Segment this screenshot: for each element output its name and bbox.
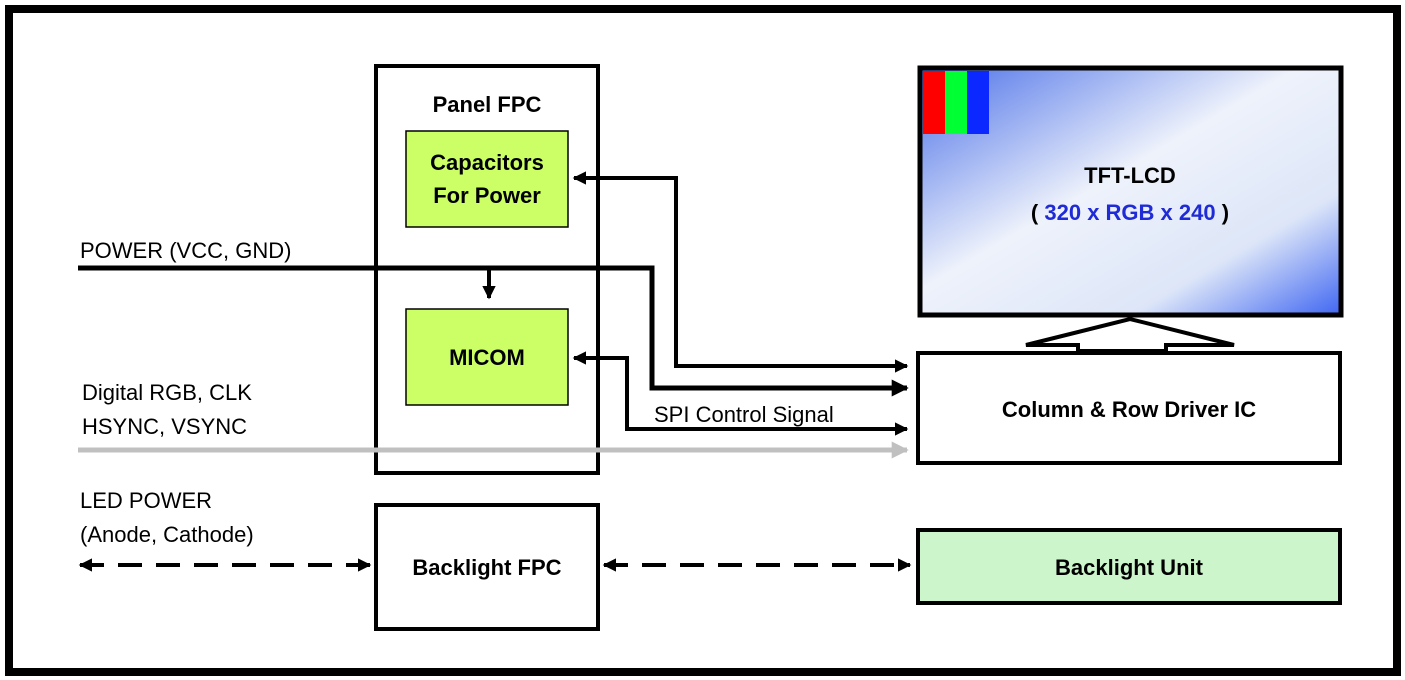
micom-box <box>405 308 569 406</box>
spi-bus <box>572 351 909 436</box>
tft-lcd-panel <box>917 65 1344 318</box>
led-power-sub-label: (Anode, Cathode) <box>80 522 254 547</box>
backlight-unit-label: Backlight Unit <box>1055 555 1204 580</box>
digital-rgb-label: Digital RGB, CLK <box>82 380 252 405</box>
power-label: POWER (VCC, GND) <box>80 238 291 263</box>
capacitors-label-2: For Power <box>433 183 541 208</box>
micom-label: MICOM <box>449 345 525 370</box>
spi-label: SPI Control Signal <box>654 402 834 427</box>
capacitors-box <box>405 130 569 228</box>
lcd-stand <box>1025 316 1235 353</box>
subpixel-blue <box>967 71 989 134</box>
digital-sync-label: HSYNC, VSYNC <box>82 414 247 439</box>
driver-ic-box <box>916 351 1342 465</box>
panel-fpc-label: Panel FPC <box>433 92 542 117</box>
capacitors-label: Capacitors <box>430 150 544 175</box>
led-power-label: LED POWER <box>80 488 212 513</box>
subpixel-red <box>923 71 945 134</box>
subpixel-green <box>945 71 967 134</box>
backlight-fpc-label: Backlight FPC <box>412 555 561 580</box>
backlight-unit-box <box>916 528 1342 605</box>
tft-lcd-resolution: ( 320 x RGB x 240 ) <box>1031 200 1229 225</box>
driver-ic-label: Column & Row Driver IC <box>1002 397 1256 422</box>
tft-lcd-title: TFT-LCD <box>1084 163 1176 188</box>
backlight-fpc-box <box>374 503 600 631</box>
